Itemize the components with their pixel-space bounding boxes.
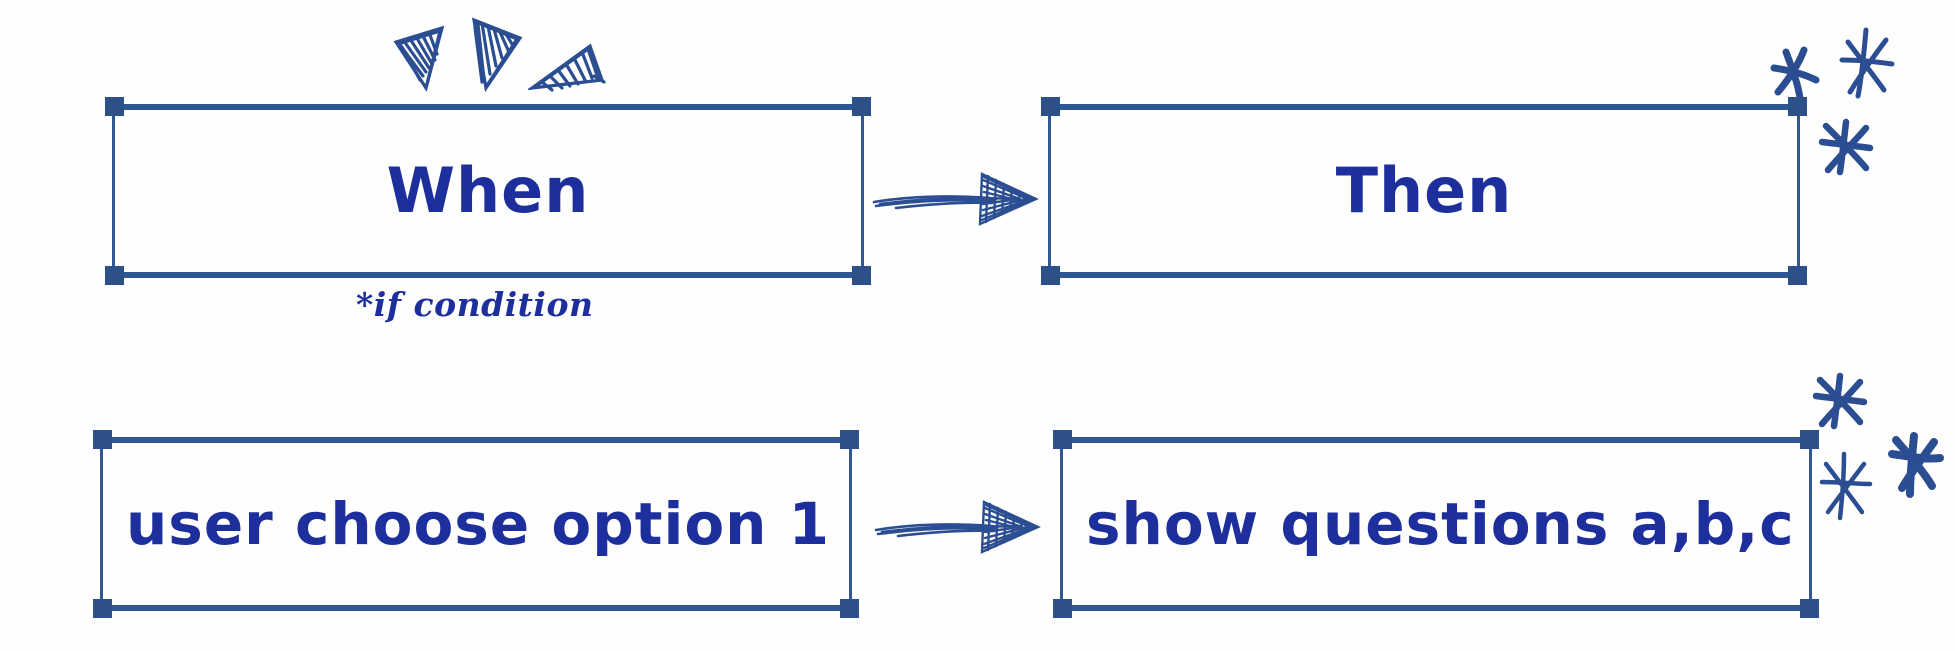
show-questions-box-top-edge	[1060, 437, 1812, 443]
when-box-handle-bottom-right[interactable]	[852, 266, 871, 285]
then-box-handle-bottom-right[interactable]	[1788, 266, 1807, 285]
sketch-triangle-2	[471, 17, 523, 92]
when-box-bottom-edge	[112, 272, 864, 278]
arrow-right-icon-top	[872, 172, 1039, 226]
show-questions-box-handle-bottom-left[interactable]	[1053, 599, 1072, 618]
then-box-handle-top-left[interactable]	[1041, 97, 1060, 116]
then-box-top-edge	[1048, 104, 1800, 110]
then-box-label: Then	[1335, 154, 1513, 227]
sparkle-3	[1818, 118, 1874, 176]
when-box-right-edge	[861, 104, 864, 278]
sketch-triangle-3	[528, 43, 606, 92]
sparkle-2	[1839, 27, 1895, 99]
arrow-right-icon-bottom	[874, 500, 1041, 554]
user-choose-option-box-bottom-edge	[100, 605, 852, 611]
user-choose-option-box-handle-top-right[interactable]	[840, 430, 859, 449]
show-questions-box-bottom-edge	[1060, 605, 1812, 611]
user-choose-option-box-handle-top-left[interactable]	[93, 430, 112, 449]
user-choose-option-box-left-edge	[100, 437, 103, 611]
then-box-handle-top-right[interactable]	[1788, 97, 1807, 116]
when-box-handle-top-right[interactable]	[852, 97, 871, 116]
then-box[interactable]: Then	[1041, 97, 1807, 285]
when-box-left-edge	[112, 104, 115, 278]
then-box-bottom-edge	[1048, 272, 1800, 278]
if-condition-note: *if condition	[356, 285, 594, 324]
when-box-handle-top-left[interactable]	[105, 97, 124, 116]
then-box-right-edge	[1797, 104, 1800, 278]
show-questions-box-right-edge	[1809, 437, 1812, 611]
then-box-handle-bottom-left[interactable]	[1041, 266, 1060, 285]
show-questions-box[interactable]: show questions a,b,c	[1053, 430, 1819, 618]
when-box-top-edge	[112, 104, 864, 110]
user-choose-option-box-right-edge	[849, 437, 852, 611]
sparkle-1	[1770, 46, 1820, 102]
when-box[interactable]: When	[105, 97, 871, 285]
sparkle-4	[1812, 372, 1868, 430]
when-box-handle-bottom-left[interactable]	[105, 266, 124, 285]
show-questions-box-handle-bottom-right[interactable]	[1800, 599, 1819, 618]
sparkle-5	[1819, 451, 1873, 521]
sparkle-6	[1888, 432, 1944, 498]
show-questions-box-handle-top-left[interactable]	[1053, 430, 1072, 449]
user-choose-option-box[interactable]: user choose option 1	[93, 430, 859, 618]
show-questions-box-label: show questions a,b,c	[1086, 490, 1795, 558]
show-questions-box-handle-top-right[interactable]	[1800, 430, 1819, 449]
sketch-triangle-1	[393, 25, 445, 92]
user-choose-option-box-handle-bottom-right[interactable]	[840, 599, 859, 618]
show-questions-box-left-edge	[1060, 437, 1063, 611]
user-choose-option-box-top-edge	[100, 437, 852, 443]
when-box-label: When	[386, 154, 590, 227]
user-choose-option-box-handle-bottom-left[interactable]	[93, 599, 112, 618]
user-choose-option-box-label: user choose option 1	[126, 490, 831, 558]
then-box-left-edge	[1048, 104, 1051, 278]
